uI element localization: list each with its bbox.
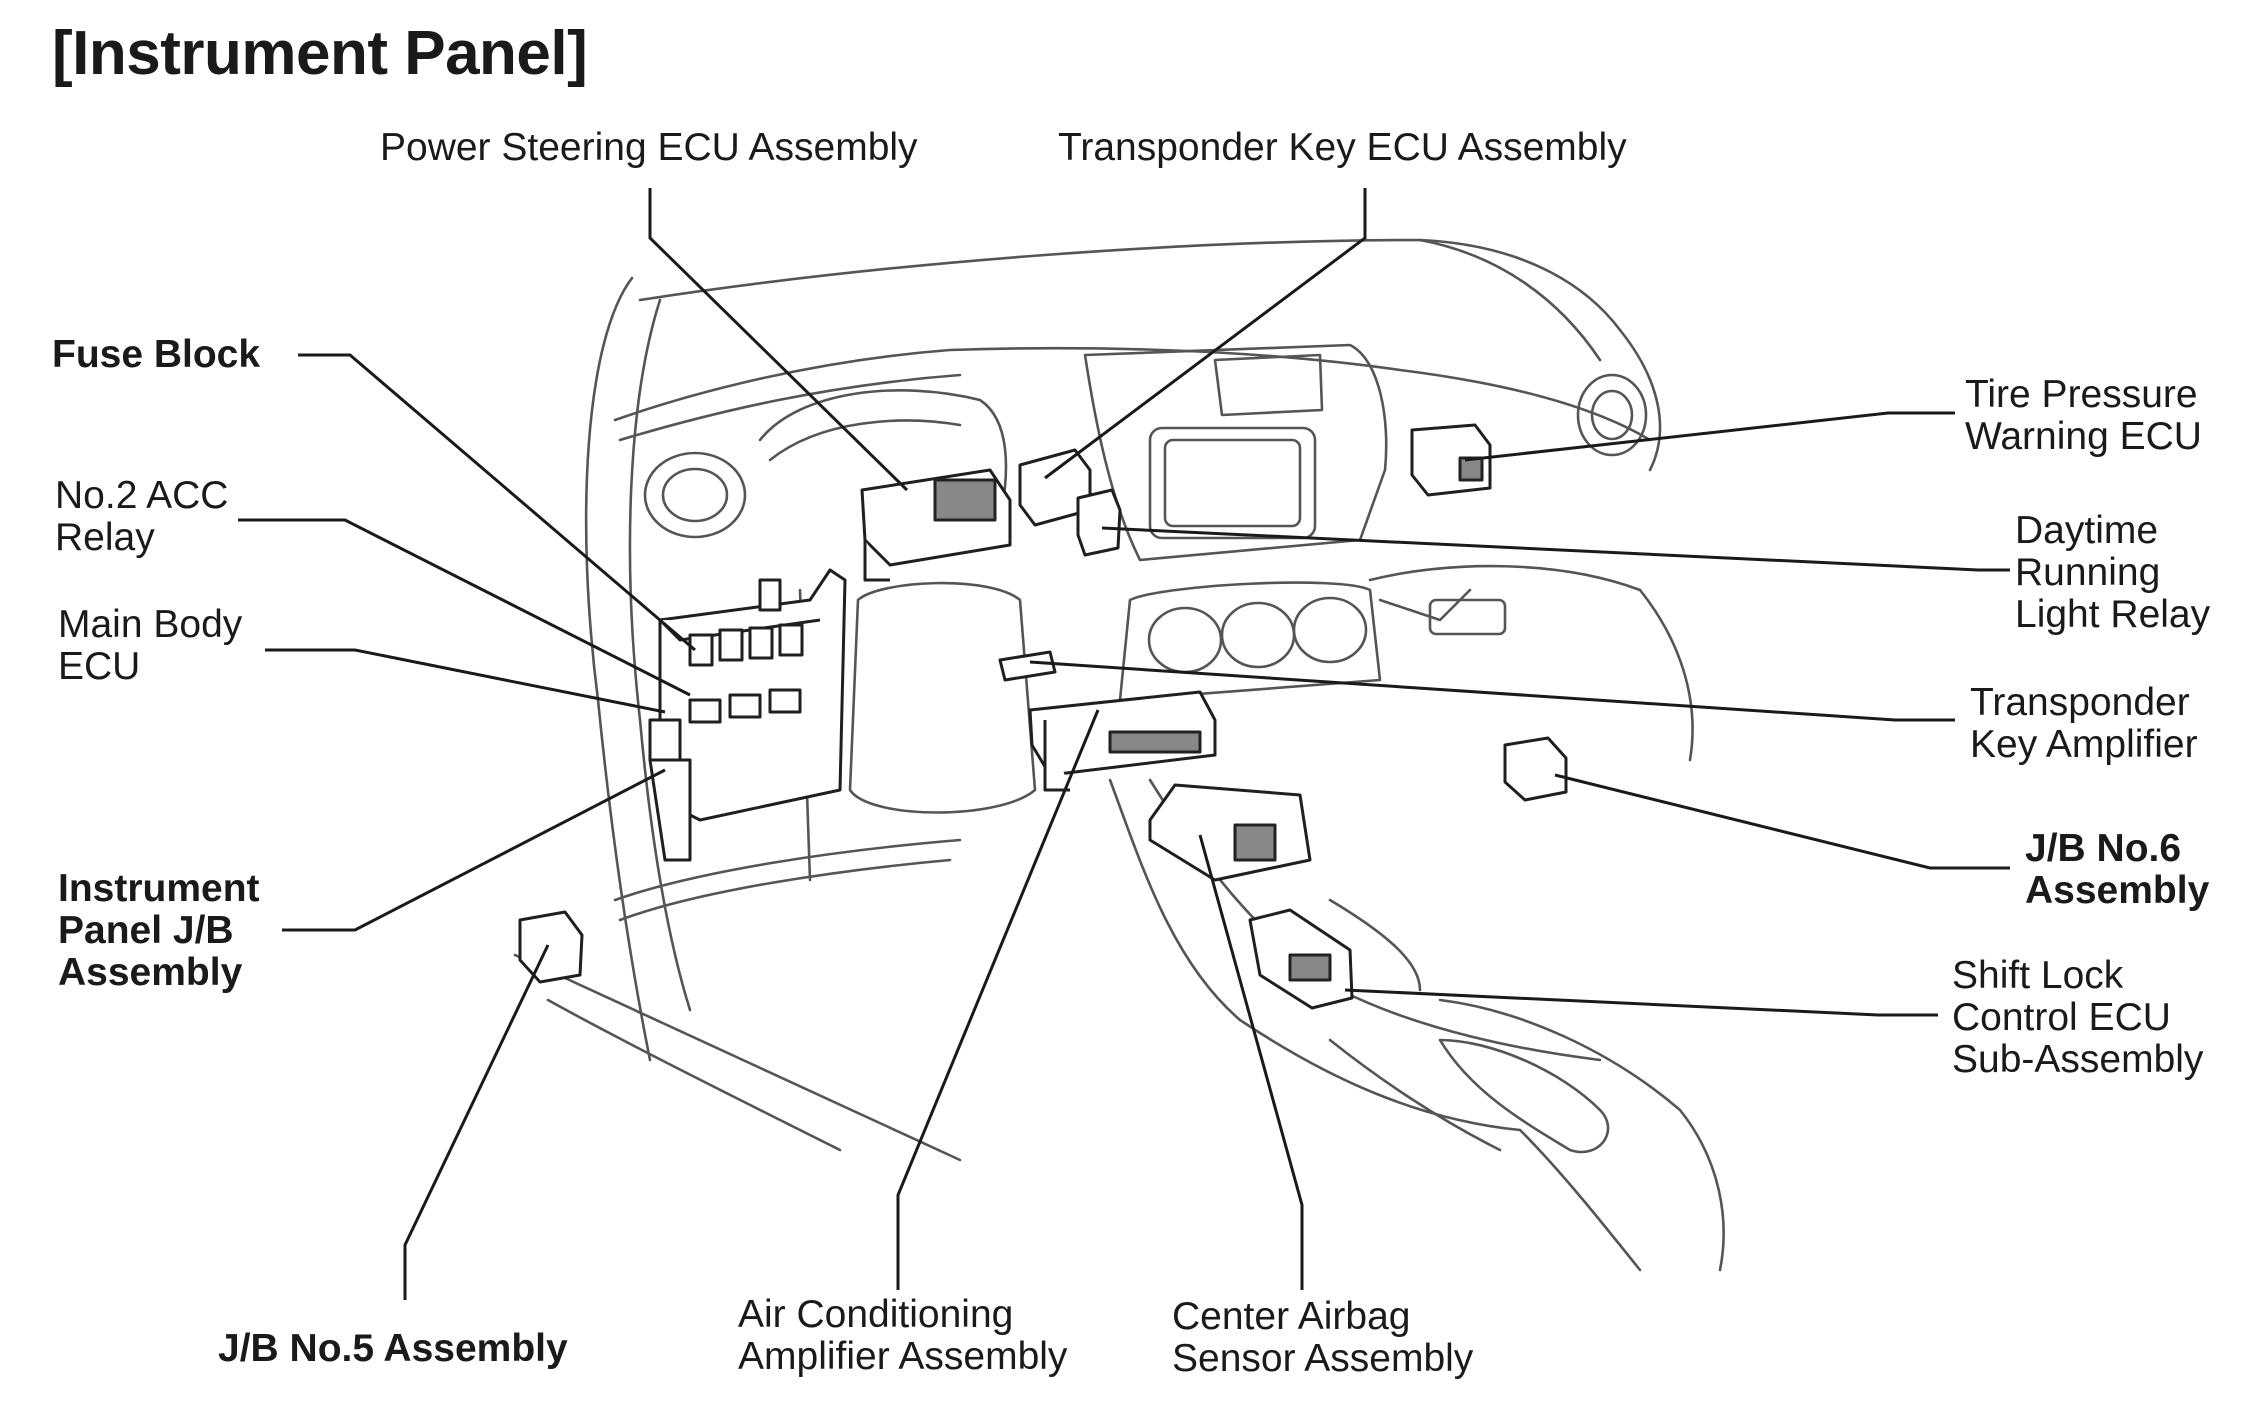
label-main-body-ecu: Main Body ECU xyxy=(58,603,243,688)
label-jb-no5-assembly: J/B No.5 Assembly xyxy=(218,1327,568,1370)
label-jb-no6-assembly: J/B No.6 Assembly xyxy=(2025,827,2210,912)
label-center-airbag-sensor-assembly: Center Airbag Sensor Assembly xyxy=(1172,1295,1474,1380)
label-instrument-panel-jb-assembly: Instrument Panel J/B Assembly xyxy=(58,867,260,994)
label-no2-acc-relay: No.2 ACC Relay xyxy=(55,474,229,559)
label-daytime-running-light-relay: Daytime Running Light Relay xyxy=(2015,509,2211,636)
page-title: [Instrument Panel] xyxy=(52,19,588,88)
leader-lines xyxy=(238,188,2010,1300)
label-shift-lock-control-ecu-sub-assembly: Shift Lock Control ECU Sub-Assembly xyxy=(1952,954,2204,1081)
component-shapes xyxy=(518,423,1568,1010)
label-air-conditioning-amplifier-assembly: Air Conditioning Amplifier Assembly xyxy=(738,1293,1068,1378)
label-power-steering-ecu-assembly: Power Steering ECU Assembly xyxy=(380,126,918,169)
label-transponder-key-amplifier: Transponder Key Amplifier xyxy=(1970,681,2198,766)
label-transponder-key-ecu-assembly: Transponder Key ECU Assembly xyxy=(1058,126,1627,169)
label-tire-pressure-warning-ecu: Tire Pressure Warning ECU xyxy=(1965,373,2202,458)
label-fuse-block: Fuse Block xyxy=(52,333,261,376)
